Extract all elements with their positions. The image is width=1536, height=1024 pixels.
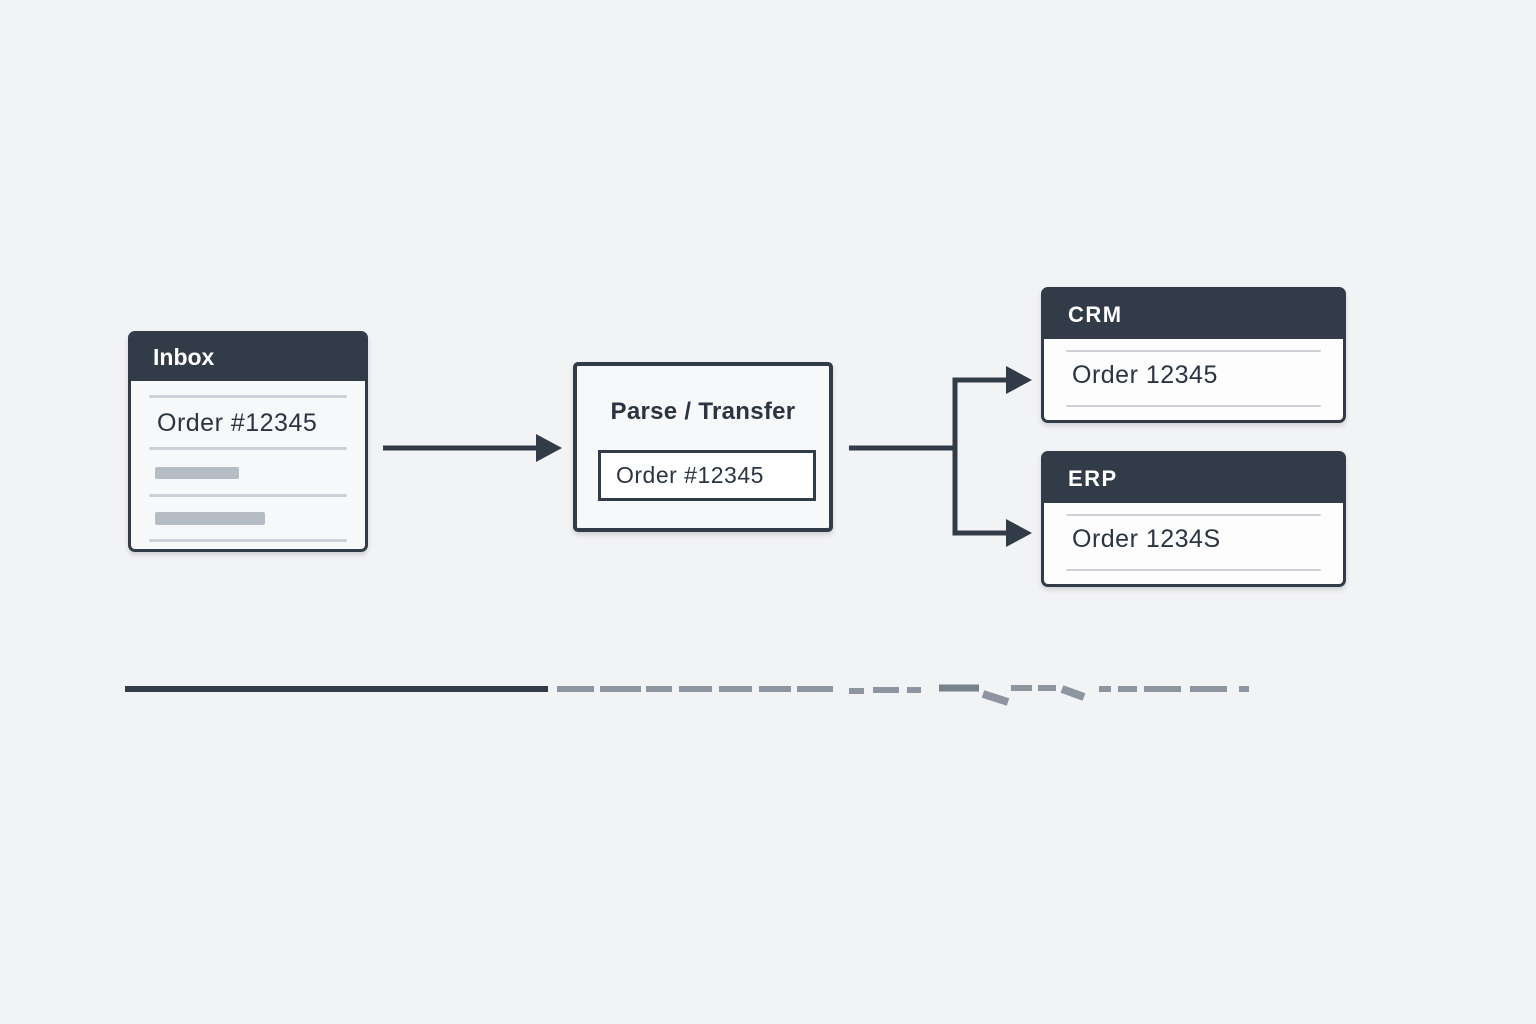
separator: [1066, 350, 1321, 352]
arrow-parser-split: [849, 366, 1032, 547]
erp-body: Order 1234S: [1044, 503, 1343, 584]
arrow-inbox-to-parser: [383, 434, 562, 462]
erp-order-text: Order 1234S: [1072, 525, 1221, 553]
crm-order-text: Order 12345: [1072, 361, 1218, 389]
crm-body: Order 12345: [1044, 339, 1343, 420]
inbox-title: Inbox: [153, 344, 215, 370]
separator: [149, 494, 347, 497]
parser-order-chip: Order #12345: [598, 450, 816, 501]
parser-card: Parse / Transfer Order #12345: [573, 362, 833, 532]
separator: [1066, 514, 1321, 516]
separator: [149, 447, 347, 450]
separator: [1066, 405, 1321, 407]
placeholder-bar: [155, 512, 265, 525]
erp-header: ERP: [1044, 454, 1343, 503]
inbox-header: Inbox: [131, 334, 365, 381]
erp-card: ERP Order 1234S: [1041, 451, 1346, 587]
separator: [1066, 569, 1321, 571]
inbox-body: Order #12345: [131, 381, 365, 549]
separator: [149, 539, 347, 542]
inbox-order-text: Order #12345: [157, 409, 318, 437]
parser-title: Parse / Transfer: [610, 398, 796, 425]
placeholder-bar: [155, 467, 239, 479]
separator: [149, 395, 347, 398]
inbox-card: Inbox Order #12345: [128, 331, 368, 552]
crm-card: CRM Order 12345: [1041, 287, 1346, 423]
erp-title: ERP: [1068, 465, 1118, 491]
crm-title: CRM: [1068, 301, 1123, 327]
timeline-dashed-line: [557, 684, 1249, 706]
crm-header: CRM: [1044, 290, 1343, 339]
parser-order-text: Order #12345: [616, 462, 764, 488]
